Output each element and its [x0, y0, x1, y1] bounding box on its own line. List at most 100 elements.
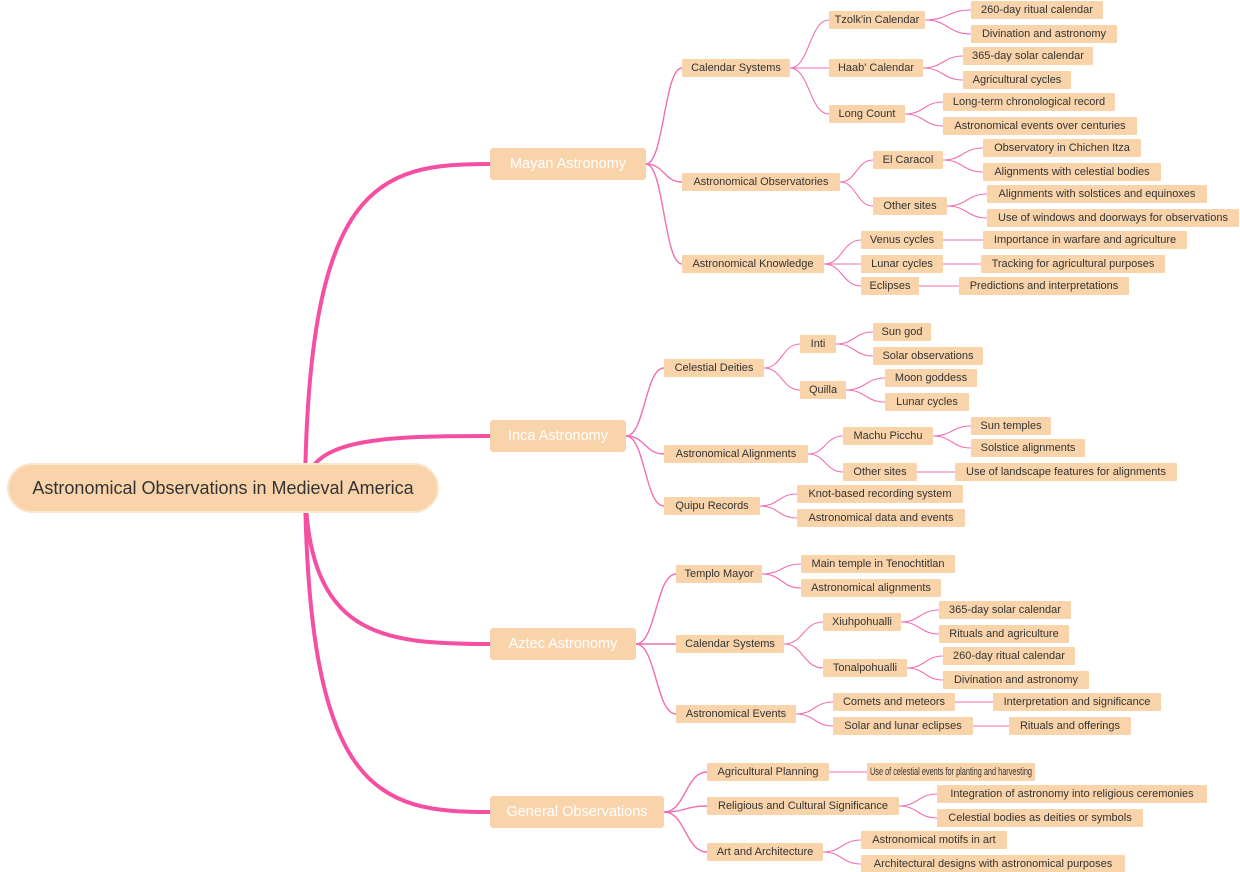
branch-node: Inca Astronomy — [490, 420, 626, 452]
node-box — [955, 463, 1177, 481]
node-box — [971, 1, 1103, 19]
node-label: Astronomical Knowledge — [692, 258, 813, 270]
edge-astronomical-alignments — [761, 573, 802, 589]
leaf-node: Knot-based recording system — [797, 485, 963, 503]
leaf-node: Astronomical Knowledge — [682, 255, 824, 273]
edge-divination-and-astronomy — [906, 667, 944, 681]
edge-alignments-with-celestial-bodies — [942, 159, 984, 173]
node-label: Lunar cycles — [896, 396, 958, 408]
leaf-node: 365-day solar calendar — [939, 601, 1071, 619]
leaf-node: Lunar cycles — [861, 255, 943, 273]
leaf-node: Astronomical Events — [676, 705, 796, 723]
node-label: Mayan Astronomy — [510, 156, 627, 172]
leaf-node: Astronomical Alignments — [664, 445, 808, 463]
node-box — [983, 163, 1161, 181]
leaf-node: Art and Architecture — [707, 843, 823, 861]
node-label: Other sites — [883, 200, 937, 212]
node-box — [861, 277, 919, 295]
leaf-node: Xiuhpohualli — [823, 613, 901, 631]
node-box — [707, 843, 823, 861]
node-box — [873, 197, 947, 215]
edge-260-day-ritual-calendar — [906, 655, 944, 669]
node-label: 260-day ritual calendar — [981, 4, 1093, 16]
edge-religious-and-cultural-significance — [663, 805, 708, 813]
node-label: Astronomical Observations in Medieval Am… — [32, 478, 414, 498]
node-box — [664, 497, 760, 515]
leaf-node: Importance in warfare and agriculture — [983, 231, 1187, 249]
leaf-node: Eclipses — [861, 277, 919, 295]
leaf-node: Calendar Systems — [676, 635, 784, 653]
leaf-node: Rituals and offerings — [1009, 717, 1131, 735]
leaf-node: Long-term chronological record — [943, 93, 1115, 111]
node-label: Sun temples — [980, 420, 1042, 432]
node-label: Use of celestial events for planting and… — [870, 766, 1032, 778]
leaf-node: Use of landscape features for alignments — [955, 463, 1177, 481]
node-box — [676, 635, 784, 653]
node-label: Main temple in Tenochtitlan — [811, 558, 944, 570]
leaf-node: Comets and meteors — [833, 693, 955, 711]
node-label: Venus cycles — [870, 234, 935, 246]
edge-365-day-solar-calendar — [900, 609, 940, 623]
node-label: Predictions and interpretations — [970, 280, 1119, 292]
node-box — [7, 463, 439, 513]
leaf-node: 260-day ritual calendar — [943, 647, 1075, 665]
node-box — [664, 359, 764, 377]
edge-calendar-systems — [645, 67, 683, 165]
node-label: Inca Astronomy — [508, 428, 609, 444]
node-label: Solar observations — [882, 350, 974, 362]
node-box — [843, 463, 917, 481]
leaf-node: Long Count — [829, 105, 905, 123]
node-box — [873, 323, 931, 341]
node-label: Quipu Records — [675, 500, 749, 512]
branch-node: Mayan Astronomy — [490, 148, 646, 180]
node-label: Importance in warfare and agriculture — [994, 234, 1176, 246]
edge-art-and-architecture — [663, 811, 708, 853]
node-box — [861, 255, 943, 273]
node-label: Inti — [811, 338, 826, 350]
leaf-node: Calendar Systems — [682, 59, 790, 77]
node-label: Astronomical Alignments — [676, 448, 797, 460]
node-label: Observatory in Chichen Itza — [994, 142, 1131, 154]
node-label: Astronomical data and events — [809, 512, 954, 524]
node-label: Solstice alignments — [981, 442, 1076, 454]
node-box — [707, 797, 899, 815]
node-box — [682, 173, 840, 191]
leaf-node: Venus cycles — [861, 231, 943, 249]
node-label: Long-term chronological record — [953, 96, 1105, 108]
node-box — [801, 579, 941, 597]
leaf-node: Haab' Calendar — [829, 59, 923, 77]
leaf-node: Inti — [800, 335, 836, 353]
node-box — [833, 717, 973, 735]
edge-machu-picchu — [807, 435, 844, 455]
edge-long-count — [789, 67, 830, 115]
node-label: Agricultural cycles — [973, 74, 1062, 86]
node-box — [983, 139, 1141, 157]
edge-aztec-astronomy — [303, 486, 492, 646]
node-box — [861, 831, 1007, 849]
node-label: Tracking for agricultural purposes — [992, 258, 1155, 270]
node-box — [801, 555, 955, 573]
edge-comets-and-meteors — [795, 701, 834, 715]
branch-node: Aztec Astronomy — [490, 628, 636, 660]
leaf-node: Architectural designs with astronomical … — [861, 855, 1125, 872]
node-label: Celestial Deities — [675, 362, 754, 374]
node-label: Calendar Systems — [685, 638, 775, 650]
edge-architectural-designs-with-astronomical-purposes — [822, 851, 862, 865]
edge-divination-and-astronomy — [924, 19, 972, 35]
edge-inti — [763, 343, 801, 369]
node-box — [797, 485, 963, 503]
edge-templo-mayor — [635, 573, 677, 645]
leaf-node: Other sites — [843, 463, 917, 481]
leaf-node: Solar and lunar eclipses — [833, 717, 973, 735]
leaf-node: Alignments with solstices and equinoxes — [987, 185, 1207, 203]
node-label: Eclipses — [870, 280, 911, 292]
node-label: Astronomical Events — [686, 708, 787, 720]
node-label: Architectural designs with astronomical … — [874, 858, 1113, 870]
node-box — [987, 185, 1207, 203]
edge-astronomical-events-over-centuries — [904, 113, 944, 127]
node-box — [873, 347, 983, 365]
node-box — [682, 255, 824, 273]
edge-sun-god — [835, 331, 874, 345]
node-box — [861, 231, 943, 249]
